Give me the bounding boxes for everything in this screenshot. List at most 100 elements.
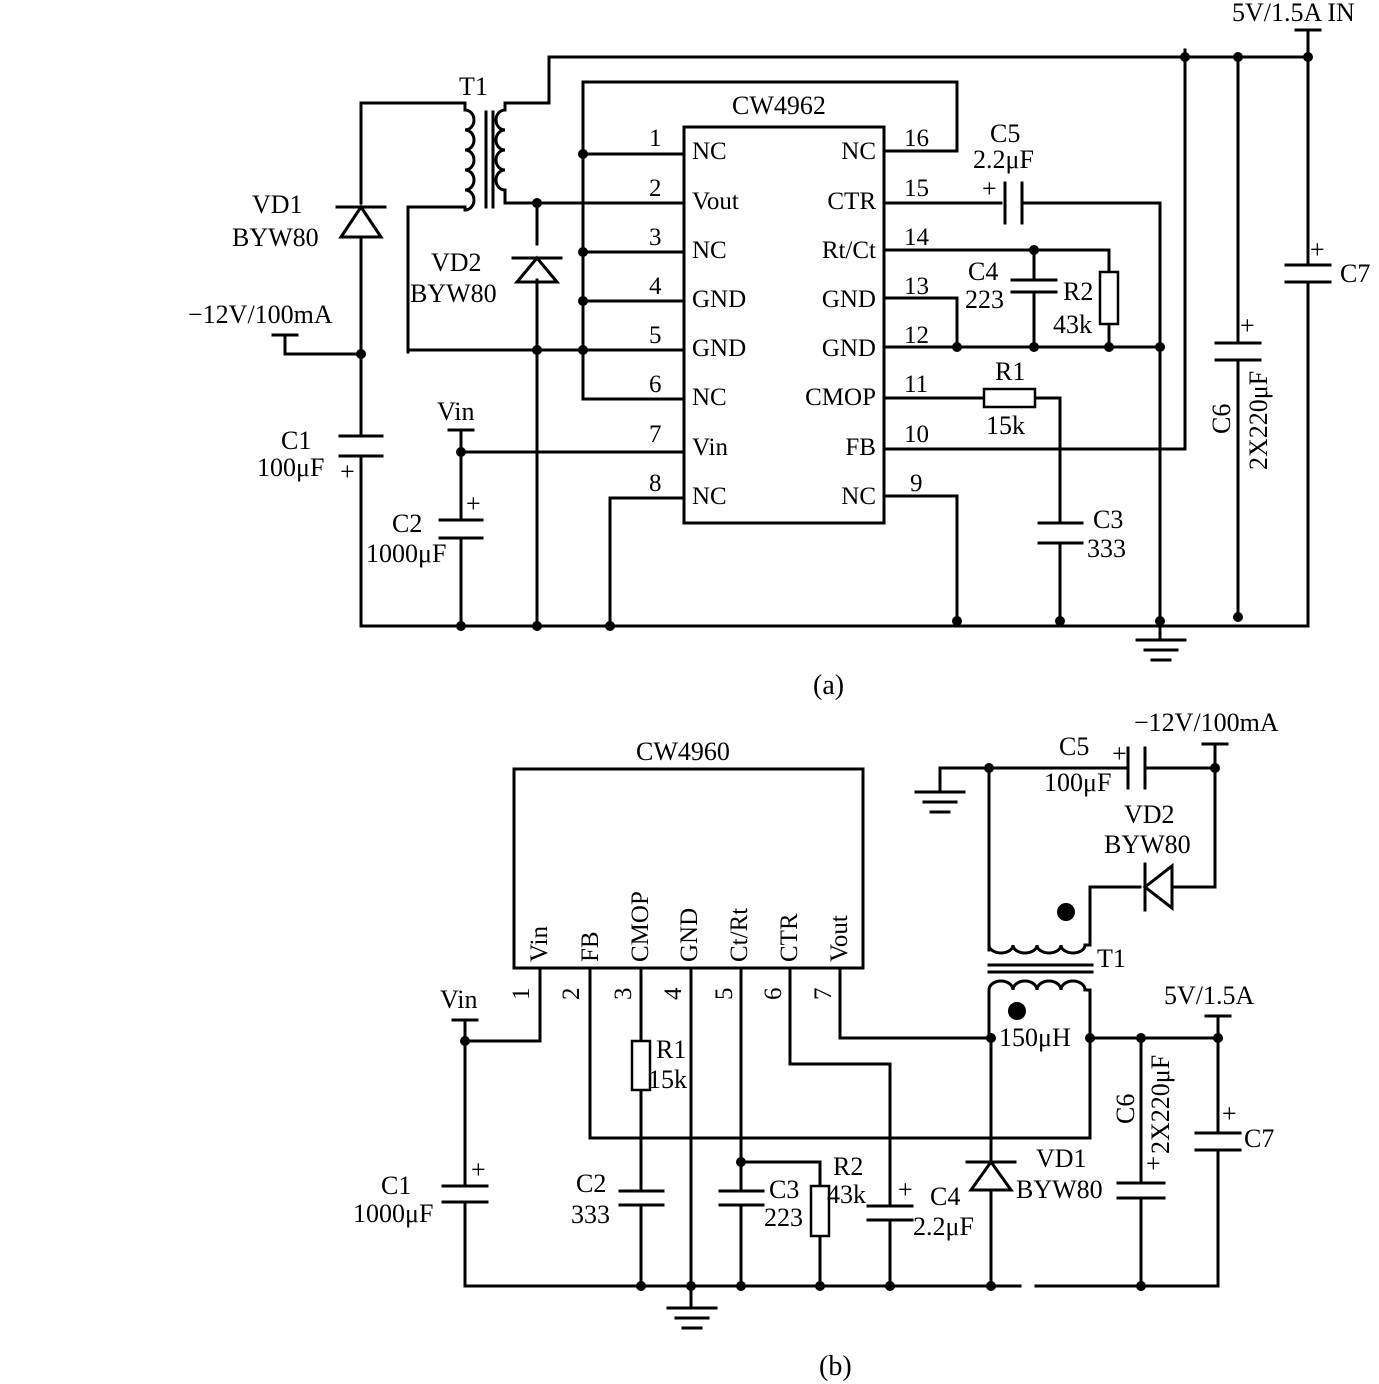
c7-b-plus: + — [1222, 1099, 1237, 1128]
ic-a-pin-10-num: 10 — [904, 421, 929, 448]
capacitor-c1-b: + C1 1000μF — [353, 1155, 489, 1228]
resistor-r2-a: R2 43k — [1053, 270, 1120, 339]
ic-b-pin-5-num: 5 — [711, 988, 738, 1001]
c5-b-plus: + — [1112, 739, 1127, 768]
c2-b-value: 333 — [571, 1200, 610, 1229]
inductance-label: 150μH — [999, 1023, 1071, 1052]
diode-vd2-a: VD2 BYW80 — [410, 248, 563, 308]
c5-b-label: C5 — [1059, 732, 1089, 761]
t1-a-label: T1 — [459, 72, 488, 101]
capacitor-c2-a: C2 1000μF + — [366, 489, 484, 568]
ic-b-pin-2-label: FB — [577, 931, 604, 962]
ic-b-pin-3-num: 3 — [610, 988, 637, 1001]
wires-b — [463, 742, 1220, 1330]
c3-a-label: C3 — [1093, 505, 1123, 534]
ic-b-pin-3-label: CMOP — [627, 891, 654, 962]
r2-a-value: 43k — [1053, 310, 1092, 339]
ic-a-pin-15-num: 15 — [904, 175, 929, 202]
vd2-a-label: VD2 — [431, 248, 482, 277]
caption-b: (b) — [819, 1351, 852, 1382]
vin-a: Vin — [437, 397, 475, 432]
ic-a-pin-13-num: 13 — [904, 273, 929, 300]
vd1-a-part: BYW80 — [232, 223, 319, 252]
output-supply-a: 5V/1.5A IN — [1232, 0, 1355, 32]
c4-a-value: 223 — [965, 285, 1004, 314]
c1-b-label: C1 — [381, 1171, 411, 1200]
r1-a-value: 15k — [986, 411, 1025, 440]
out-supply-b: 5V/1.5A — [1164, 981, 1255, 1010]
capacitor-c6-b: + C6 2X220μF — [1111, 1055, 1175, 1200]
ic-b-pin-7-num: 7 — [810, 988, 837, 1001]
c4-b-plus: + — [898, 1175, 913, 1204]
r2-b-value: 43k — [827, 1180, 866, 1209]
ic-b-pin-labels: Vin FB CMOP GND Ct/Rt CTR Vout — [526, 891, 853, 962]
capacitor-c5-a: C5 2.2μF + — [973, 119, 1034, 225]
ic-a-pin-4-label: GND — [692, 286, 746, 313]
c5-a-plus: + — [982, 174, 997, 203]
ic-a-pin-11-label: CMOP — [805, 384, 876, 411]
ic-b-pin-1-num: 1 — [508, 988, 535, 1001]
capacitor-c5-b: C5 + 100μF — [1044, 732, 1147, 797]
diagram-b: CW4960 Vin FB CMOP GND Ct/Rt CTR Vout 1 … — [353, 708, 1279, 1382]
ic-b-pin-6-num: 6 — [760, 988, 787, 1001]
output-supply-b: 5V/1.5A — [1164, 981, 1255, 1018]
ic-a-pin-11-num: 11 — [904, 371, 928, 398]
c5-a-label: C5 — [990, 119, 1020, 148]
ic-a-pin-1-label: NC — [692, 138, 727, 165]
capacitor-c3-a: C3 333 — [1037, 505, 1126, 563]
c7-b-label: C7 — [1244, 1124, 1274, 1153]
junctions-b — [460, 763, 1223, 1291]
r1-a-label: R1 — [995, 357, 1025, 386]
ic-a-pin-8-num: 8 — [649, 470, 662, 497]
capacitor-c2-b: C2 333 — [571, 1169, 665, 1229]
vd1-b-label: VD1 — [1036, 1144, 1087, 1173]
c1-a-value: 100μF — [257, 453, 324, 482]
ic-b-pin-5-label: Ct/Rt — [726, 908, 753, 962]
neg-supply-a: −12V/100mA — [188, 300, 333, 329]
t1-b-label: T1 — [1097, 944, 1126, 973]
ic-a-right-pins: NC CTR Rt/Ct GND GND CMOP FB NC 16 15 14… — [805, 125, 929, 510]
ic-a-pin-12-label: GND — [822, 335, 876, 362]
ic-b-body — [512, 767, 865, 970]
vd1-b-part: BYW80 — [1016, 1175, 1103, 1204]
neg-supply-b-label: −12V/100mA — [1134, 708, 1279, 737]
ic-a-pin-6-num: 6 — [649, 371, 662, 398]
ic-a-pin-13-label: GND — [822, 286, 876, 313]
r1-b-value: 15k — [648, 1065, 687, 1094]
ic-a-pin-7-num: 7 — [649, 421, 662, 448]
ic-b-pin-7-label: Vout — [826, 915, 853, 962]
r1-b-label: R1 — [656, 1035, 686, 1064]
c1-b-plus: + — [471, 1155, 486, 1184]
c4-b-label: C4 — [930, 1182, 960, 1211]
ic-a-pin-9-label: NC — [841, 483, 876, 510]
ic-a-pin-3-num: 3 — [649, 224, 662, 251]
ic-a-pin-8-label: NC — [692, 483, 727, 510]
ic-a-pin-12-num: 12 — [904, 322, 929, 349]
transformer-t1-b: T1 150μH — [987, 903, 1126, 1052]
ic-b-pin-1-label: Vin — [526, 926, 553, 962]
resistor-r1-b: R1 15k — [630, 1035, 687, 1094]
ic-a-pin-9-num: 9 — [910, 470, 923, 497]
c6-b-plus: + — [1146, 1149, 1161, 1178]
capacitor-c7-b: + C7 — [1194, 1099, 1274, 1153]
c4-a-label: C4 — [968, 257, 998, 286]
c6-b-label: C6 — [1111, 1094, 1140, 1124]
diagram-a: CW4962 NC Vout NC GND GND NC Vin NC 1 2 … — [188, 0, 1370, 701]
capacitor-c3-b: C3 223 — [718, 1175, 803, 1232]
c6-b-value: 2X220μF — [1146, 1055, 1175, 1154]
c2-b-label: C2 — [576, 1169, 606, 1198]
capacitor-c7-a: + C7 — [1284, 235, 1370, 288]
r2-a-label: R2 — [1063, 277, 1093, 306]
resistor-r1-a: R1 15k — [982, 357, 1037, 440]
ic-a-body — [682, 125, 886, 525]
vin-b-label: Vin — [440, 985, 477, 1014]
c7-a-plus: + — [1310, 235, 1325, 264]
c3-a-value: 333 — [1087, 534, 1126, 563]
ic-a-pin-4-num: 4 — [649, 273, 662, 300]
ic-a-pin-16-num: 16 — [904, 125, 929, 152]
diode-vd1-b: VD1 BYW80 — [965, 1144, 1103, 1204]
c4-b-value: 2.2μF — [913, 1212, 974, 1241]
vd1-a-label: VD1 — [252, 190, 303, 219]
caption-a: (a) — [813, 670, 844, 701]
